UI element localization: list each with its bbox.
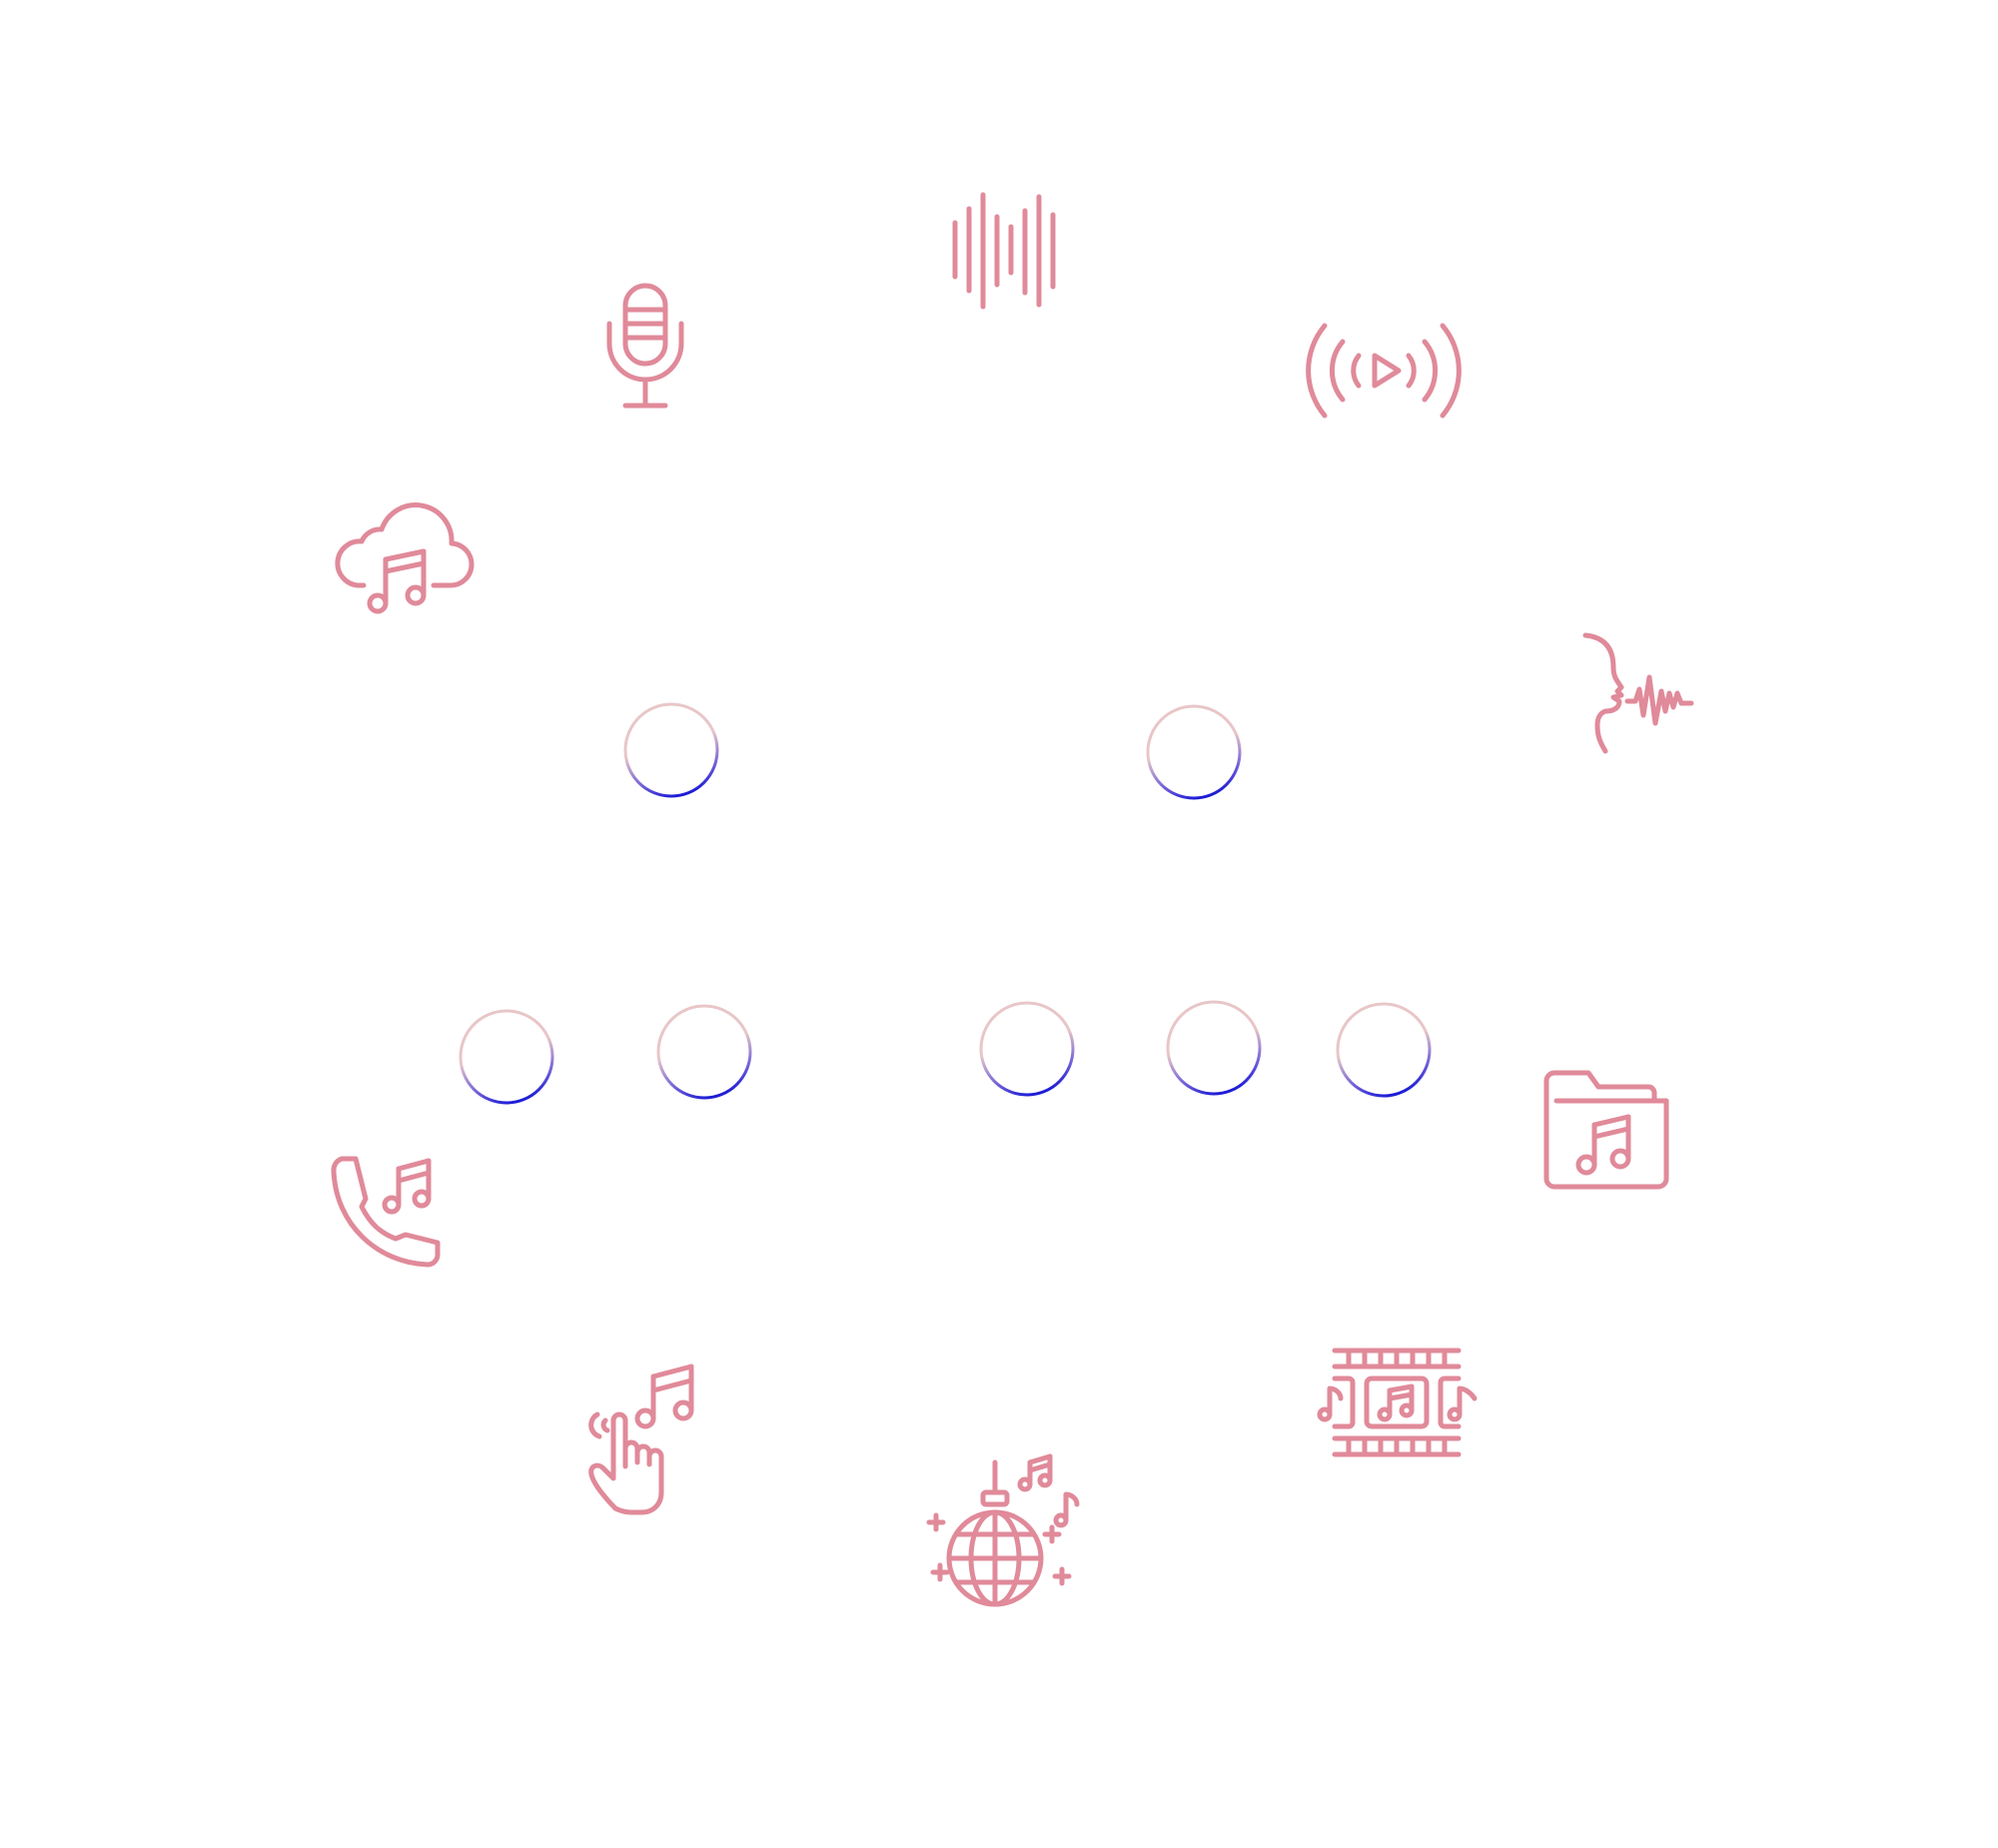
sound-wave-bars-icon xyxy=(947,192,1067,315)
ring-circle xyxy=(1336,1002,1432,1098)
ring-circle xyxy=(1166,1000,1262,1096)
ring-circle xyxy=(979,1001,1075,1097)
ring-top-right xyxy=(1146,704,1242,800)
ring-bottom-3 xyxy=(979,1001,1075,1097)
ring-top-left xyxy=(623,702,719,798)
music-folder-icon xyxy=(1543,1070,1669,1190)
cloud-music-icon xyxy=(334,501,475,615)
tap-music-icon xyxy=(587,1364,699,1515)
disco-ball-icon xyxy=(925,1453,1083,1608)
ring-circle xyxy=(656,1004,752,1100)
ring-bottom-4 xyxy=(1166,1000,1262,1096)
ring-circle xyxy=(623,702,719,798)
voice-speaking-icon xyxy=(1582,631,1694,761)
ring-bottom-1 xyxy=(459,1009,554,1105)
ring-circle xyxy=(459,1009,554,1105)
microphone-icon xyxy=(605,283,685,410)
audio-broadcast-icon xyxy=(1306,322,1462,422)
ring-circle xyxy=(1146,704,1242,800)
phone-music-icon xyxy=(328,1155,444,1268)
music-film-strip-icon xyxy=(1317,1348,1479,1458)
ring-bottom-2 xyxy=(656,1004,752,1100)
ring-bottom-5 xyxy=(1336,1002,1432,1098)
